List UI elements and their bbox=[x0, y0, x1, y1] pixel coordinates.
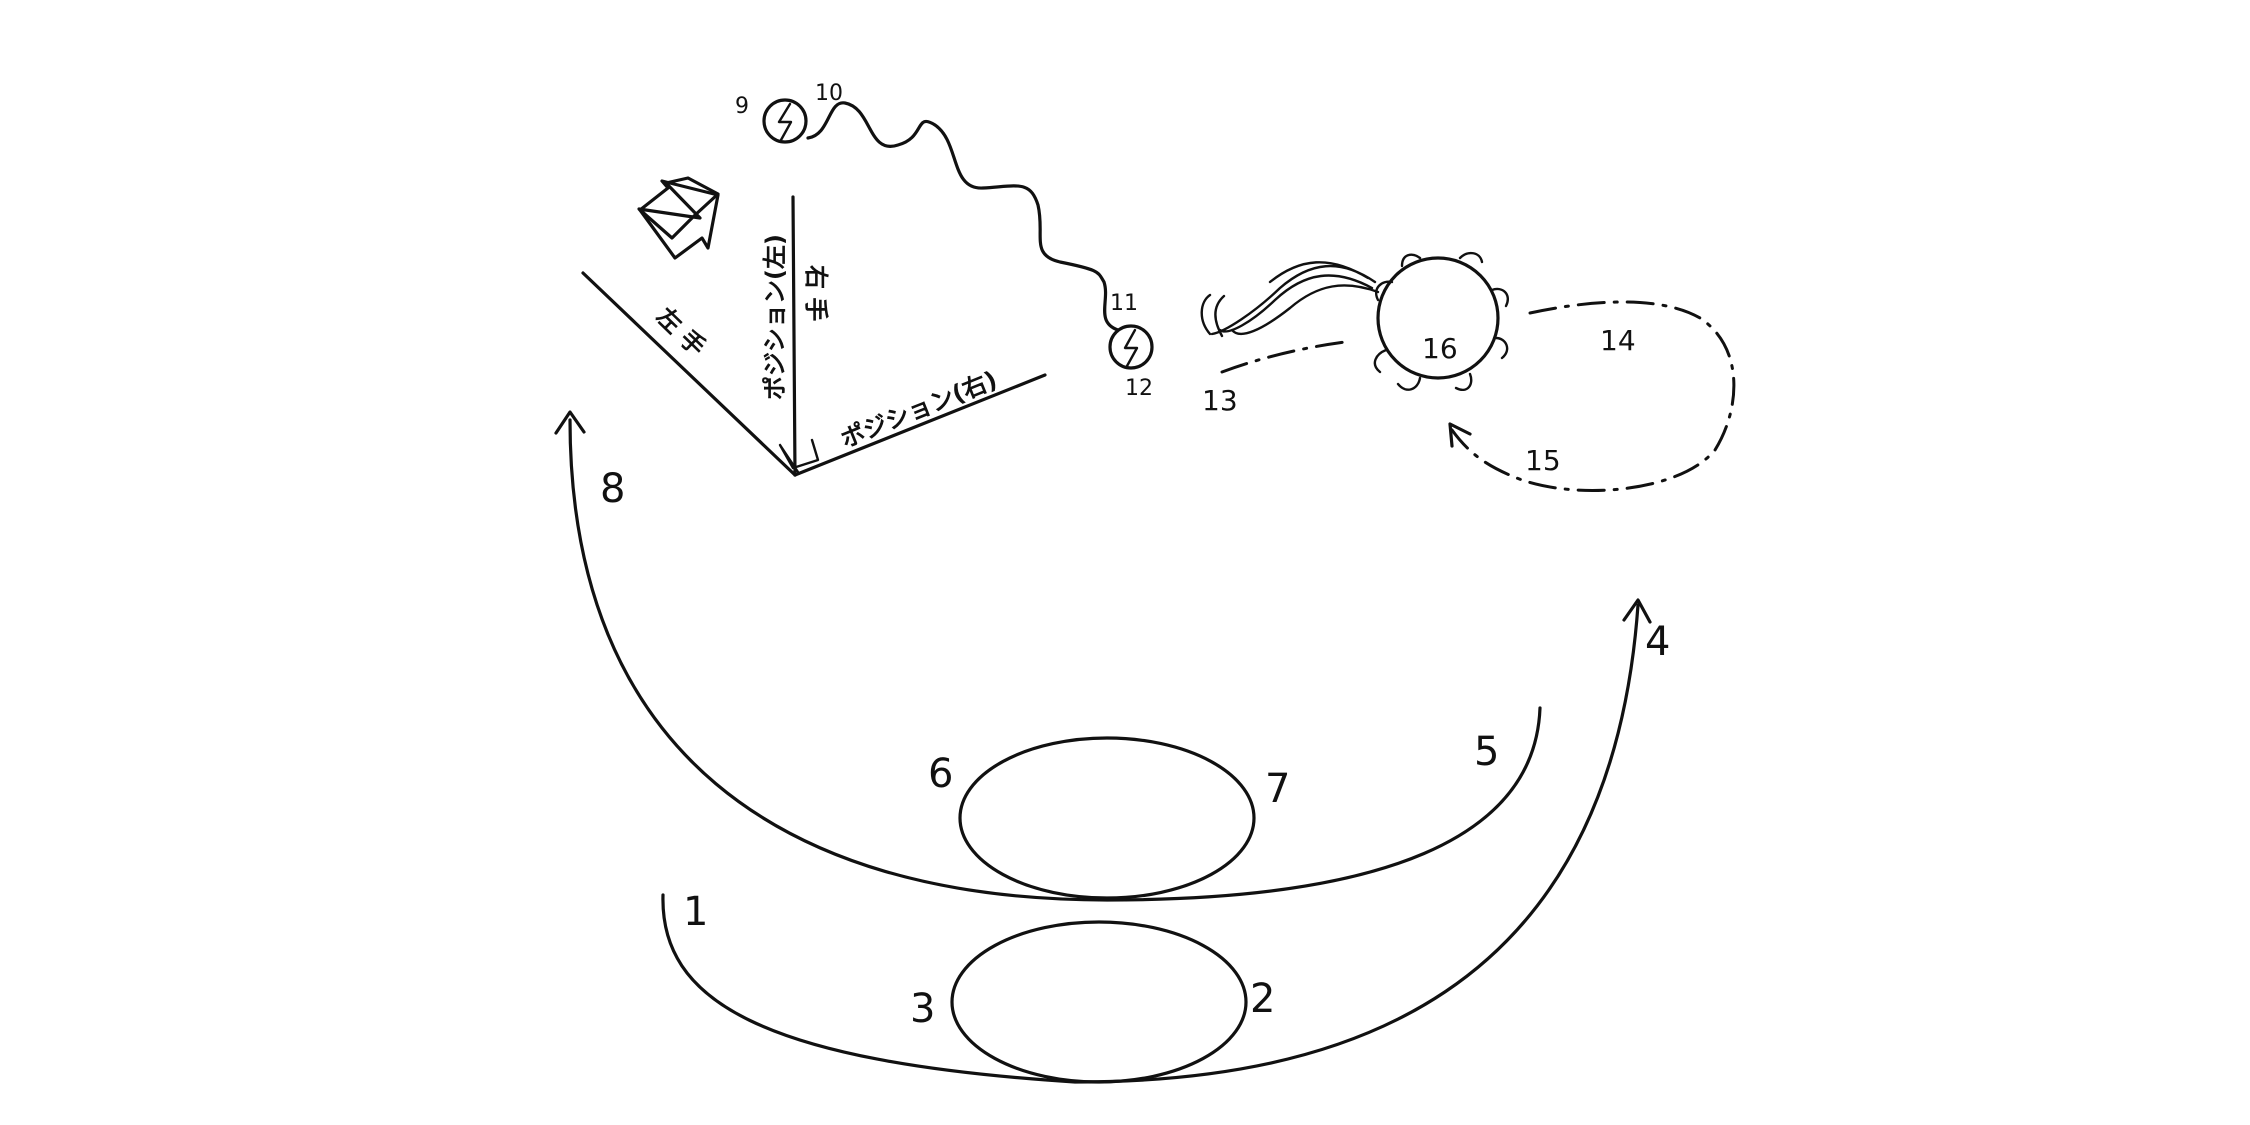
label-2: 2 bbox=[1250, 976, 1275, 1022]
direction-arrow-icon bbox=[637, 176, 720, 240]
upper-ellipse bbox=[958, 736, 1256, 900]
path-1-to-4 bbox=[661, 603, 1640, 1084]
label-11: 11 bbox=[1110, 291, 1138, 316]
bolt-end-icon bbox=[1123, 328, 1139, 368]
arrowhead-4-icon bbox=[1622, 598, 1652, 624]
arrowhead-8-icon bbox=[554, 410, 586, 435]
bolt-circle-end bbox=[1108, 324, 1154, 370]
lower-ellipse bbox=[950, 920, 1248, 1084]
label-12: 12 bbox=[1125, 376, 1153, 401]
label-position-right: ポジション(右) bbox=[837, 365, 1001, 453]
bolt-start-icon bbox=[777, 102, 793, 142]
label-9: 9 bbox=[735, 94, 749, 119]
left-hand-line bbox=[581, 271, 797, 477]
dash-loop-14-15 bbox=[1450, 300, 1736, 492]
label-14: 14 bbox=[1600, 324, 1636, 357]
arrowhead-15-icon bbox=[1448, 422, 1472, 448]
corner-bracket-icon bbox=[778, 438, 820, 474]
tambourine-jingles bbox=[1373, 251, 1509, 391]
label-5: 5 bbox=[1474, 729, 1499, 775]
label-15: 15 bbox=[1525, 444, 1561, 477]
label-1: 1 bbox=[683, 889, 708, 935]
label-13: 13 bbox=[1202, 384, 1238, 417]
label-8: 8 bbox=[600, 466, 625, 512]
label-7: 7 bbox=[1265, 766, 1290, 812]
direction-arrow-outline bbox=[638, 179, 720, 260]
label-10: 10 bbox=[815, 81, 843, 106]
position-right-line bbox=[793, 373, 1047, 477]
ribbon-tassel bbox=[1200, 261, 1380, 338]
label-16: 16 bbox=[1422, 332, 1458, 365]
label-position-left: ポジション(左) bbox=[761, 234, 789, 400]
dash-path-13 bbox=[1220, 340, 1347, 374]
right-hand-line bbox=[791, 195, 797, 477]
label-3: 3 bbox=[910, 986, 935, 1032]
tambourine-body bbox=[1376, 256, 1500, 380]
label-6: 6 bbox=[928, 751, 953, 797]
bolt-circle-start bbox=[762, 98, 808, 144]
path-5-to-8 bbox=[568, 418, 1542, 902]
label-4: 4 bbox=[1645, 619, 1670, 665]
wavy-line bbox=[806, 101, 1120, 332]
label-right-hand: 右 手 bbox=[802, 265, 830, 321]
label-left-hand: 左 手 bbox=[651, 302, 711, 361]
